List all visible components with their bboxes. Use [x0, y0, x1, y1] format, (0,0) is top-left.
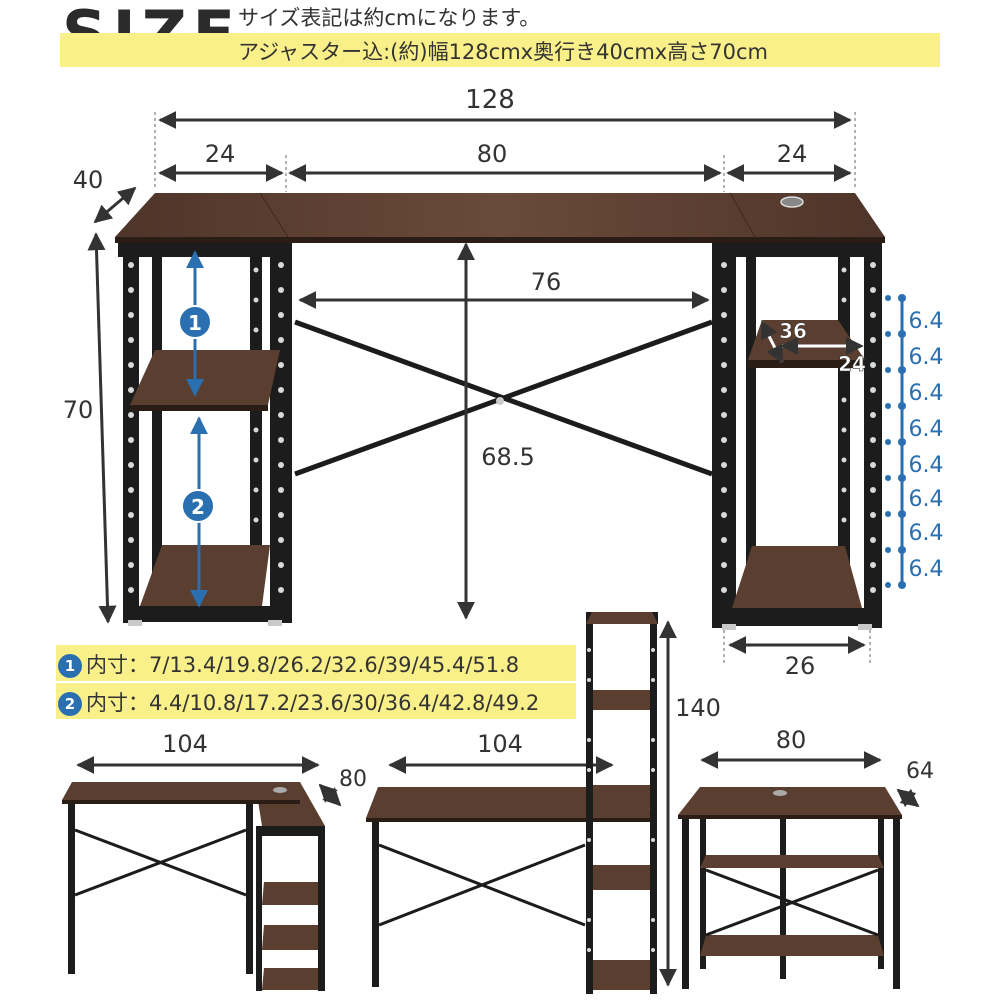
- svg-text:104: 104: [162, 730, 208, 758]
- pitch-label: 6.4: [909, 417, 944, 442]
- svg-text:2: 2: [191, 495, 205, 519]
- dim-center-width: 80: [288, 140, 725, 192]
- badge-two-icon: 2: [58, 692, 82, 716]
- dim-center-width-label: 80: [477, 140, 508, 168]
- variant-compact: 80 64: [678, 726, 934, 989]
- pitch-label: 6.4: [909, 453, 944, 478]
- dim-inner-width-label: 76: [531, 268, 562, 296]
- badge-two-icon: [181, 489, 215, 523]
- svg-text:104: 104: [477, 730, 523, 758]
- pitch-label: 6.4: [909, 487, 944, 512]
- svg-text:80: 80: [776, 726, 807, 754]
- dim-right-width-label: 24: [777, 140, 808, 168]
- dim-depth-label: 40: [73, 166, 104, 194]
- cable-hole-icon: [773, 790, 787, 796]
- inner-size-2-highlight: [56, 683, 576, 719]
- badge-one-icon: 1: [58, 654, 82, 678]
- variant-l-shape: 104 80: [62, 730, 367, 991]
- cable-hole-icon: [780, 196, 804, 208]
- left-shelf-2: [140, 545, 270, 606]
- variant-tower: 104 140: [366, 612, 721, 994]
- cable-hole-icon: [273, 787, 287, 793]
- dim-height-label: 70: [63, 396, 94, 424]
- dim-shelf-inner-width-label: 26: [785, 652, 816, 680]
- pitch-label: 6.4: [909, 557, 944, 582]
- svg-text:64: 64: [906, 759, 934, 784]
- right-shelf-2: [732, 546, 862, 608]
- dim-shelf-width-label: 24: [838, 352, 866, 376]
- pitch-label: 6.4: [909, 521, 944, 546]
- pitch-label: 6.4: [909, 309, 944, 334]
- dim-inner-width: 76: [298, 268, 710, 309]
- left-shelf-1: [130, 350, 280, 405]
- dims-highlight: [60, 33, 940, 67]
- dim-height: 70: [63, 232, 117, 624]
- dim-left-width-label: 24: [205, 140, 236, 168]
- svg-text:140: 140: [675, 694, 721, 722]
- pitch-label: 6.4: [909, 381, 944, 406]
- dim-shelf: 36 24: [760, 319, 866, 376]
- pitch-label: 6.4: [909, 345, 944, 370]
- inner-size-1-highlight: [56, 645, 576, 681]
- dims-note: アジャスター込:(約)幅128cmx奥行き40cmx高さ70cm: [238, 40, 768, 64]
- svg-text:1: 1: [188, 311, 202, 335]
- pitch-scale: 6.4 6.4 6.4 6.4 6.4 6.4 6.4 6.4: [885, 294, 944, 589]
- dim-depth: 40: [73, 166, 137, 224]
- svg-text:80: 80: [339, 767, 367, 792]
- dim-clear-height: 68.5: [457, 242, 535, 620]
- inner-size-1-text: 内寸：7/13.4/19.8/26.2/32.6/39/45.4/51.8: [86, 653, 520, 677]
- dim-total-width-label: 128: [465, 85, 515, 115]
- shelf-gap-arrows: 1 2: [178, 250, 215, 608]
- dim-shelf-inner-width: 26: [723, 630, 871, 680]
- size-note: サイズ表記は約cmになります。: [238, 6, 541, 30]
- dim-shelf-depth-label: 36: [779, 319, 807, 343]
- desktop-top: [115, 193, 885, 237]
- dim-clear-height-label: 68.5: [481, 443, 534, 471]
- dim-total-width: 128: [154, 85, 856, 190]
- inner-size-2-text: 内寸：4.4/10.8/17.2/23.6/30/36.4/42.8/49.2: [86, 691, 540, 715]
- main-desk: [115, 192, 885, 630]
- dim-left-width: 24: [158, 140, 287, 192]
- badge-one-icon: [178, 305, 212, 339]
- dim-right-width: 24: [726, 140, 852, 182]
